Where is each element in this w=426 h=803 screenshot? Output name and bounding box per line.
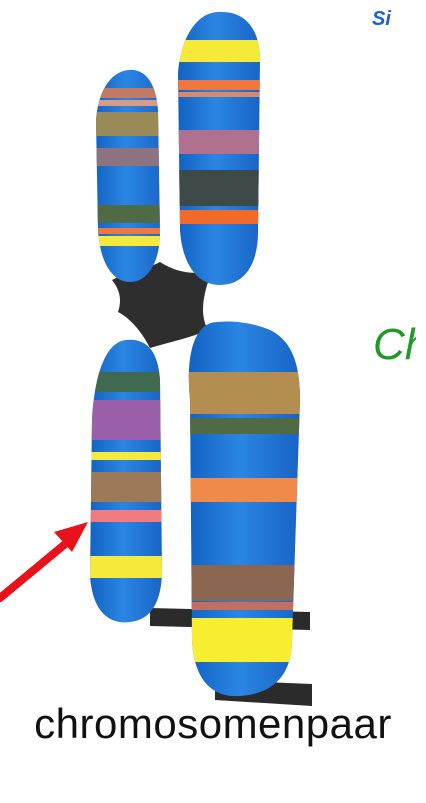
upper-left-chromatid bbox=[90, 60, 170, 290]
caption: chromosomenpaar bbox=[0, 700, 426, 748]
lower-right-chromatid bbox=[184, 315, 306, 705]
lower-left-chromatid bbox=[86, 335, 168, 635]
red-arrow-pointer-icon bbox=[0, 522, 88, 598]
partial-label-top-right: Si bbox=[372, 8, 394, 38]
partial-label-middle-right: Ch bbox=[373, 320, 416, 380]
partial-label-top-right-text: Si bbox=[372, 8, 391, 30]
partial-label-middle-right-text: Ch bbox=[373, 320, 416, 369]
upper-right-chromatid bbox=[174, 5, 266, 290]
